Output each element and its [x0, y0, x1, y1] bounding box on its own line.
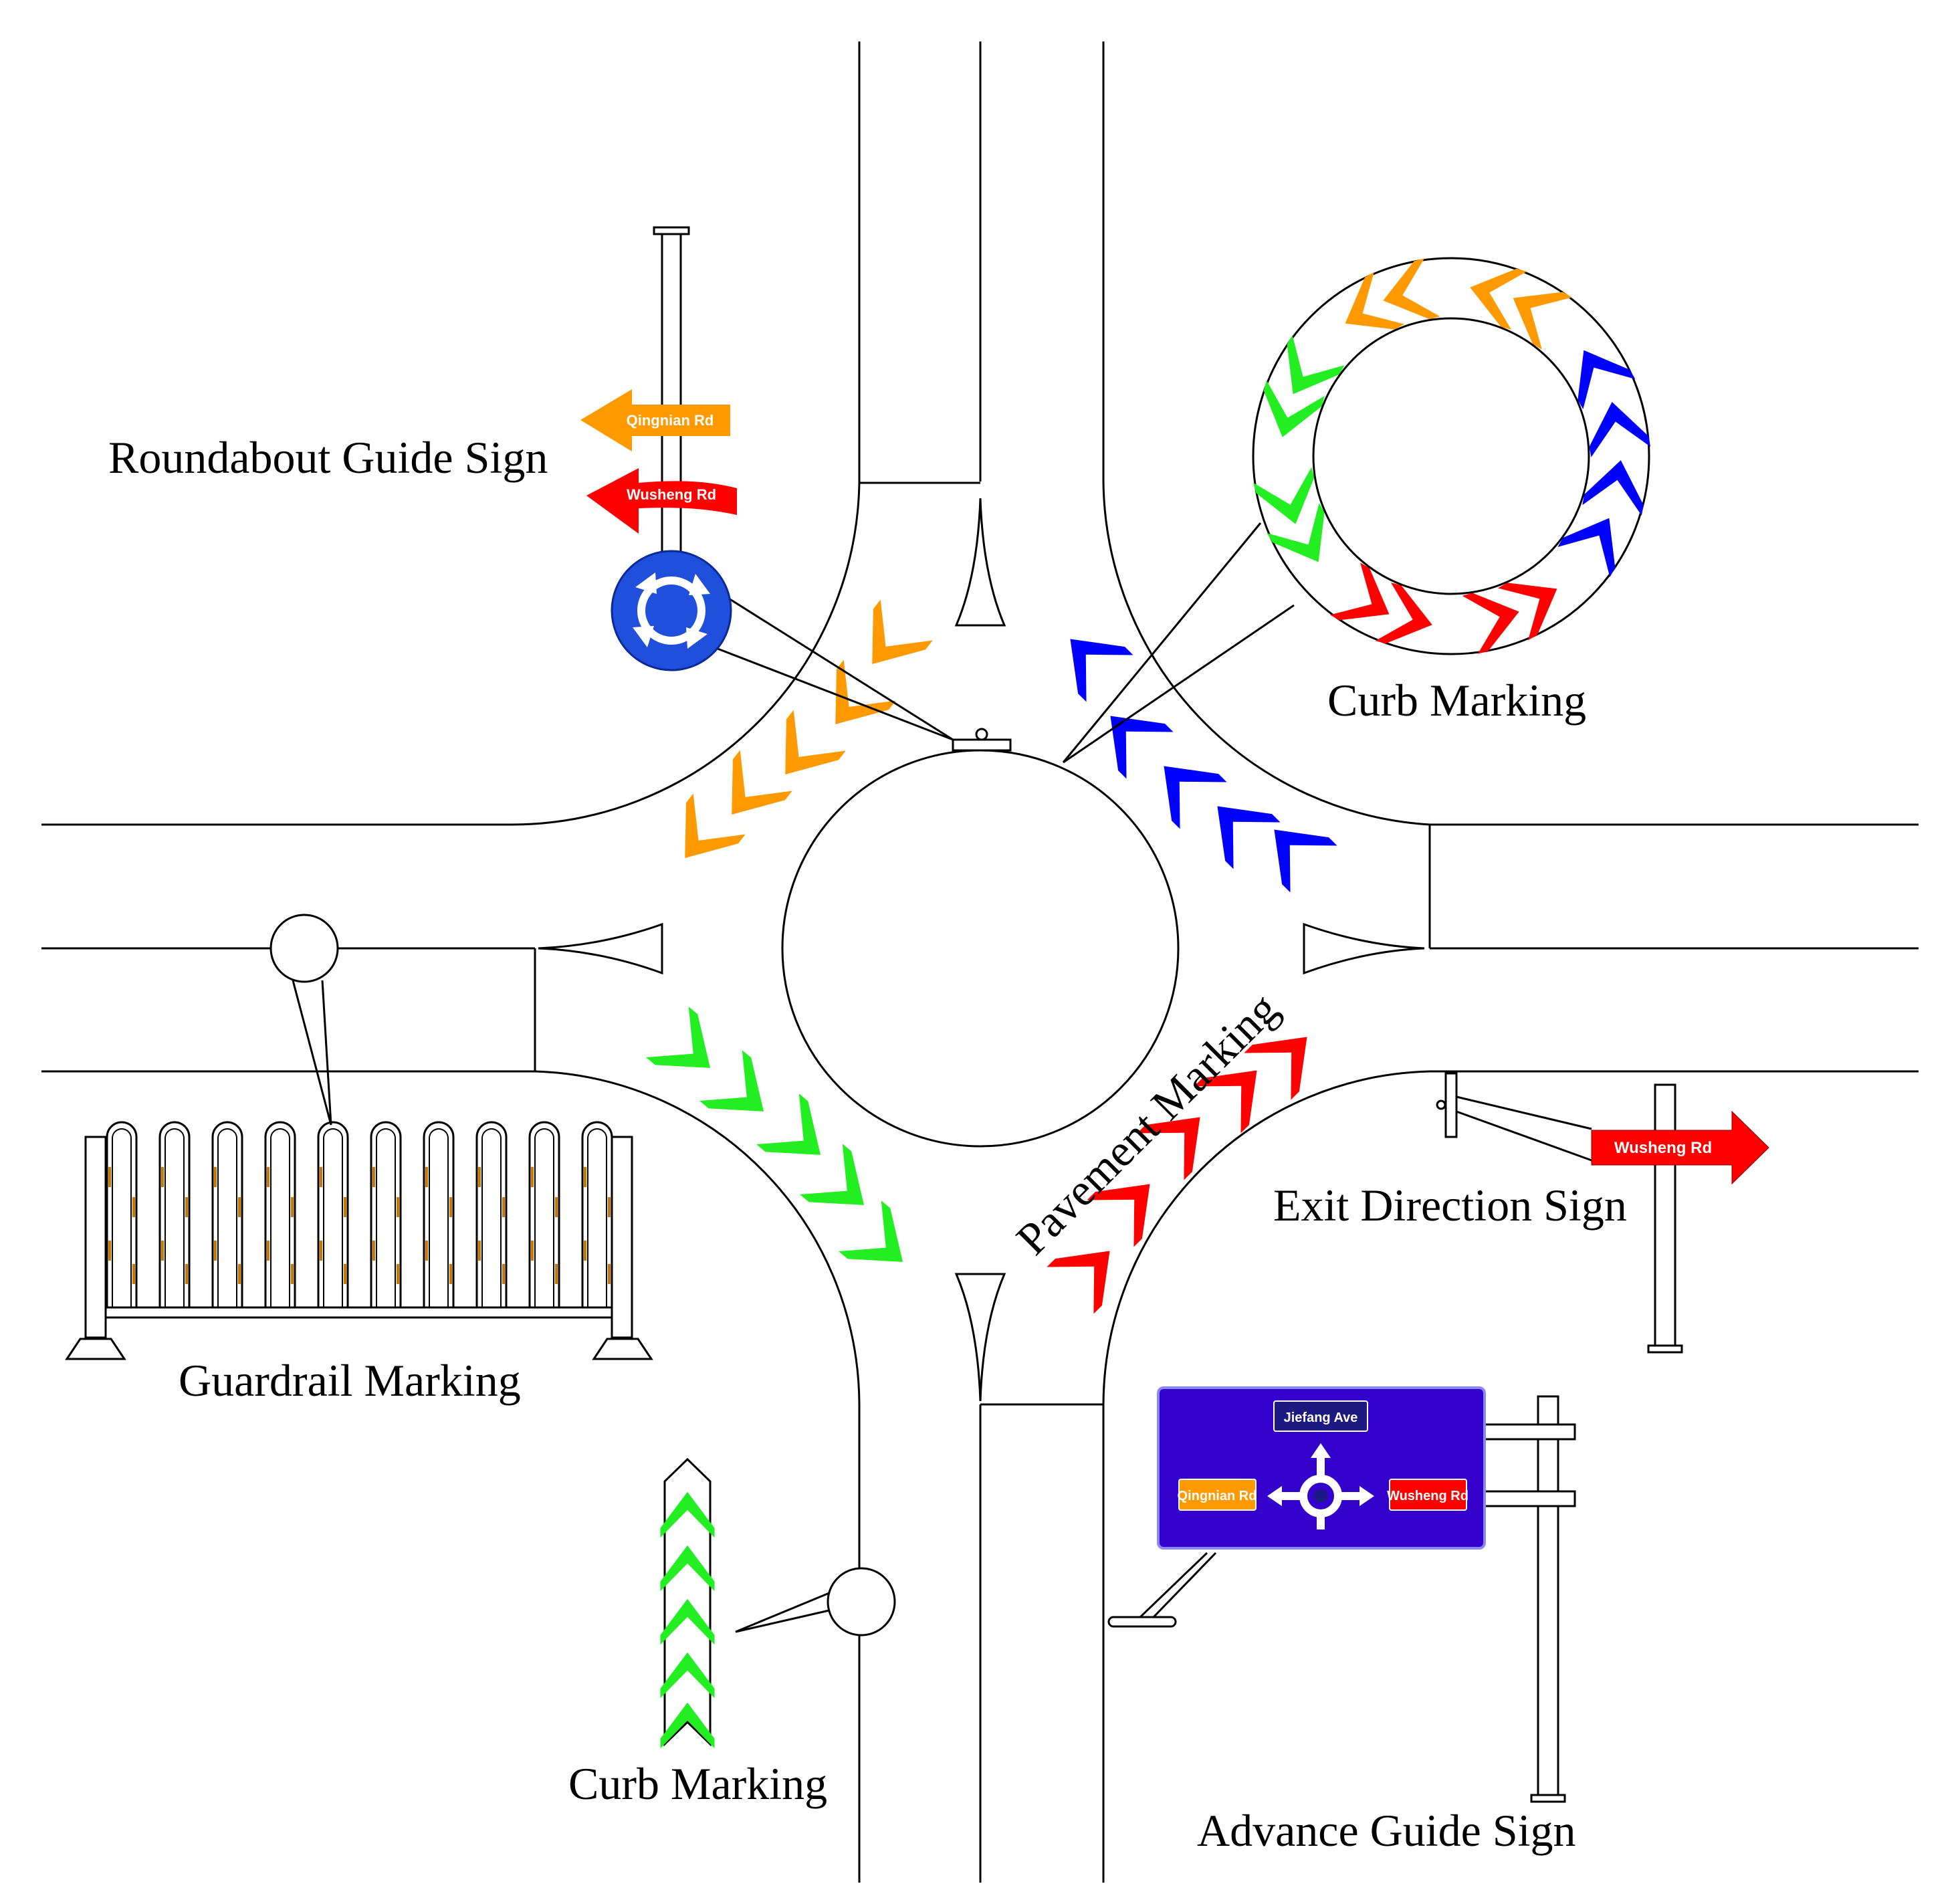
guardrail-loop [528, 1121, 560, 1307]
chevron-arrow-icon [800, 1144, 885, 1231]
chevron-arrow-icon [846, 599, 933, 685]
guardrail-loop [158, 1121, 191, 1307]
advance-guide-sign-label: Advance Guide Sign [1197, 1805, 1576, 1856]
wusheng-label: Wusheng Rd [1387, 1489, 1468, 1503]
chevron-arrow-icon [1140, 742, 1227, 829]
advance-guide-sign: Jiefang Ave Qingnian Rd Wusheng Rd [1107, 1386, 1576, 1803]
qingnian-direction-arrow [580, 389, 730, 451]
exit-sign-label: Wusheng Rd [1614, 1139, 1712, 1157]
guardrail-loop [423, 1121, 455, 1307]
guardrail-loop [106, 1121, 138, 1307]
chevron-arrow-icon [809, 659, 896, 745]
exit-direction-sign-label: Exit Direction Sign [1273, 1180, 1627, 1231]
curb-marking-ring [1062, 257, 1651, 764]
chevron-arrow-icon [1047, 615, 1133, 702]
curb-marking-post-label: Curb Marking [568, 1758, 827, 1809]
chevron-arrow-icon [646, 1007, 732, 1093]
roundabout-junction-icon [1267, 1443, 1374, 1529]
roundabout-guide-sign-label: Roundabout Guide Sign [108, 432, 548, 483]
chevron-arrow-icon [1194, 782, 1281, 869]
road-network [41, 41, 1919, 1883]
guardrail-marking [65, 914, 653, 1360]
roundabout-circulation-icon [611, 550, 732, 671]
central-island [781, 749, 1180, 1148]
qingnian-arrow-label: Qingnian Rd [627, 412, 714, 429]
guardrail-loop [211, 1121, 243, 1307]
curb-marking-ring-label: Curb Marking [1327, 675, 1586, 726]
guardrail-loop [581, 1121, 613, 1307]
wusheng-exit-arrow [1591, 1110, 1769, 1185]
chevron-arrow-icon [705, 750, 792, 835]
chevron-arrow-icon [699, 1050, 785, 1137]
jiefang-label: Jiefang Ave [1284, 1410, 1358, 1425]
chevron-arrow-icon [756, 1093, 842, 1180]
roundabout-guide-sign: Qingnian Rd Wusheng Rd [580, 226, 954, 741]
guardrail-loop [264, 1121, 296, 1307]
chevron-arrow-icon [1087, 692, 1174, 779]
guardrail-loop [370, 1121, 402, 1307]
guardrail-loop [317, 1121, 349, 1307]
guardrail-marking-label: Guardrail Marking [179, 1355, 521, 1406]
chevron-arrow-icon [759, 710, 846, 795]
guardrail-loop [475, 1121, 508, 1307]
wusheng-direction-arrow [586, 468, 737, 534]
curb-marking-post [660, 1457, 896, 1749]
qingnian-label: Qingnian Rd [1178, 1489, 1257, 1503]
chevron-arrow-icon [839, 1200, 924, 1287]
exit-direction-sign: Wusheng Rd [1436, 1072, 1769, 1354]
guardrail-callout-circle [269, 914, 339, 983]
wusheng-arrow-label: Wusheng Rd [627, 486, 716, 503]
